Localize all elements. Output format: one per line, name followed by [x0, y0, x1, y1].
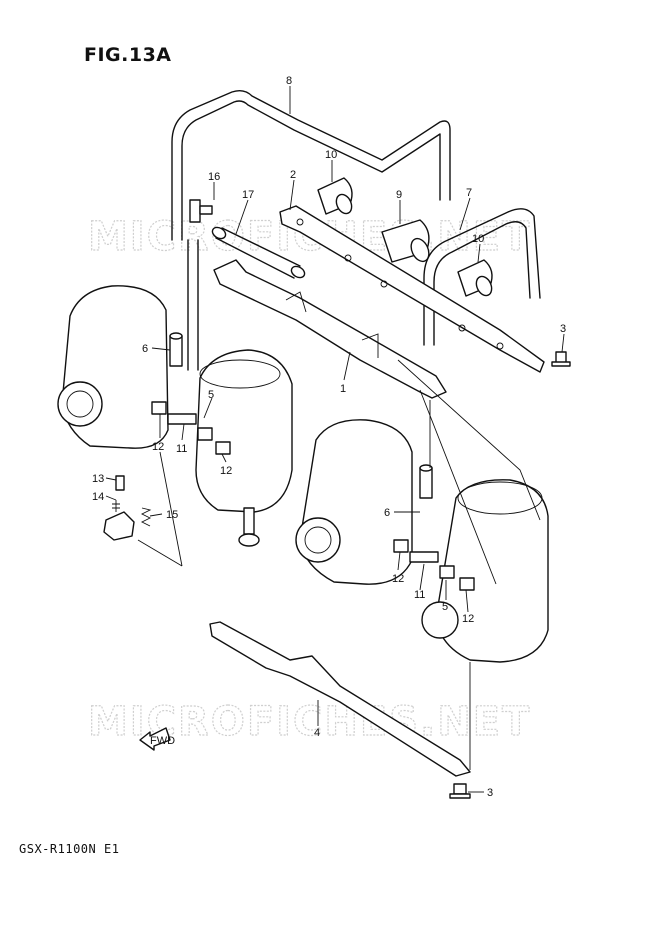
callout-7: 7	[466, 187, 472, 199]
callout-1: 1	[340, 383, 346, 395]
callout-12-b: 12	[220, 465, 232, 477]
callout-11-b: 11	[414, 589, 425, 601]
part-15-spring	[140, 507, 152, 527]
part-13-screw	[115, 475, 125, 491]
joint-assembly-right	[393, 539, 475, 591]
callout-4: 4	[314, 727, 320, 739]
callout-labels: 8 10 16 17 2 9 7 10 3 6 1 5 12 11 12 13 …	[92, 75, 566, 799]
part-16-t-joint	[187, 199, 213, 371]
callout-12-c: 12	[392, 573, 404, 585]
callout-11-a: 11	[176, 443, 187, 455]
part-10-hose-protector-b	[457, 259, 493, 297]
callout-6-b: 6	[384, 507, 390, 519]
callout-6-a: 6	[142, 343, 148, 355]
callout-10-a: 10	[325, 149, 337, 161]
figure-title: FIG.13A	[84, 44, 172, 66]
assembly-lines	[137, 359, 541, 770]
part-6-fitting-left	[169, 332, 183, 367]
part-17-hose	[211, 226, 306, 279]
callout-3-a: 3	[560, 323, 566, 335]
callout-15: 15	[166, 509, 178, 521]
callout-14: 14	[92, 491, 104, 503]
callout-13: 13	[92, 473, 104, 485]
joint-assembly-left	[151, 401, 231, 455]
part-14-holder	[103, 500, 135, 541]
part-10-hose-protector-a	[317, 177, 353, 215]
part-7-vent-hose	[423, 208, 541, 346]
fwd-label: FWD	[150, 735, 175, 747]
part-1-main-bracket	[213, 259, 447, 399]
carburetor-left	[57, 285, 293, 547]
callout-10-b: 10	[472, 233, 484, 245]
part-9-protector	[381, 219, 430, 263]
callout-5-b: 5	[442, 601, 448, 613]
callout-5-a: 5	[208, 389, 214, 401]
callout-9: 9	[396, 189, 402, 201]
callout-8: 8	[286, 75, 292, 87]
leader-lines	[105, 86, 565, 793]
part-3-bolt-upper	[551, 351, 571, 367]
callout-17: 17	[242, 189, 254, 201]
part-6-fitting-right	[419, 464, 433, 499]
part-8-vent-hose	[171, 89, 451, 241]
callout-12-a: 12	[152, 441, 164, 453]
callout-12-d: 12	[462, 613, 474, 625]
callout-3-b: 3	[487, 787, 493, 799]
model-code: GSX-R1100N E1	[19, 842, 120, 856]
callout-16: 16	[208, 171, 220, 183]
part-2-bracket	[279, 205, 545, 373]
fwd-arrow-icon: FWD	[139, 727, 175, 751]
callout-2: 2	[290, 169, 296, 181]
part-4-lower-bracket	[209, 621, 471, 777]
carburetor-right	[295, 419, 549, 663]
part-3-bolt-lower	[449, 783, 471, 799]
